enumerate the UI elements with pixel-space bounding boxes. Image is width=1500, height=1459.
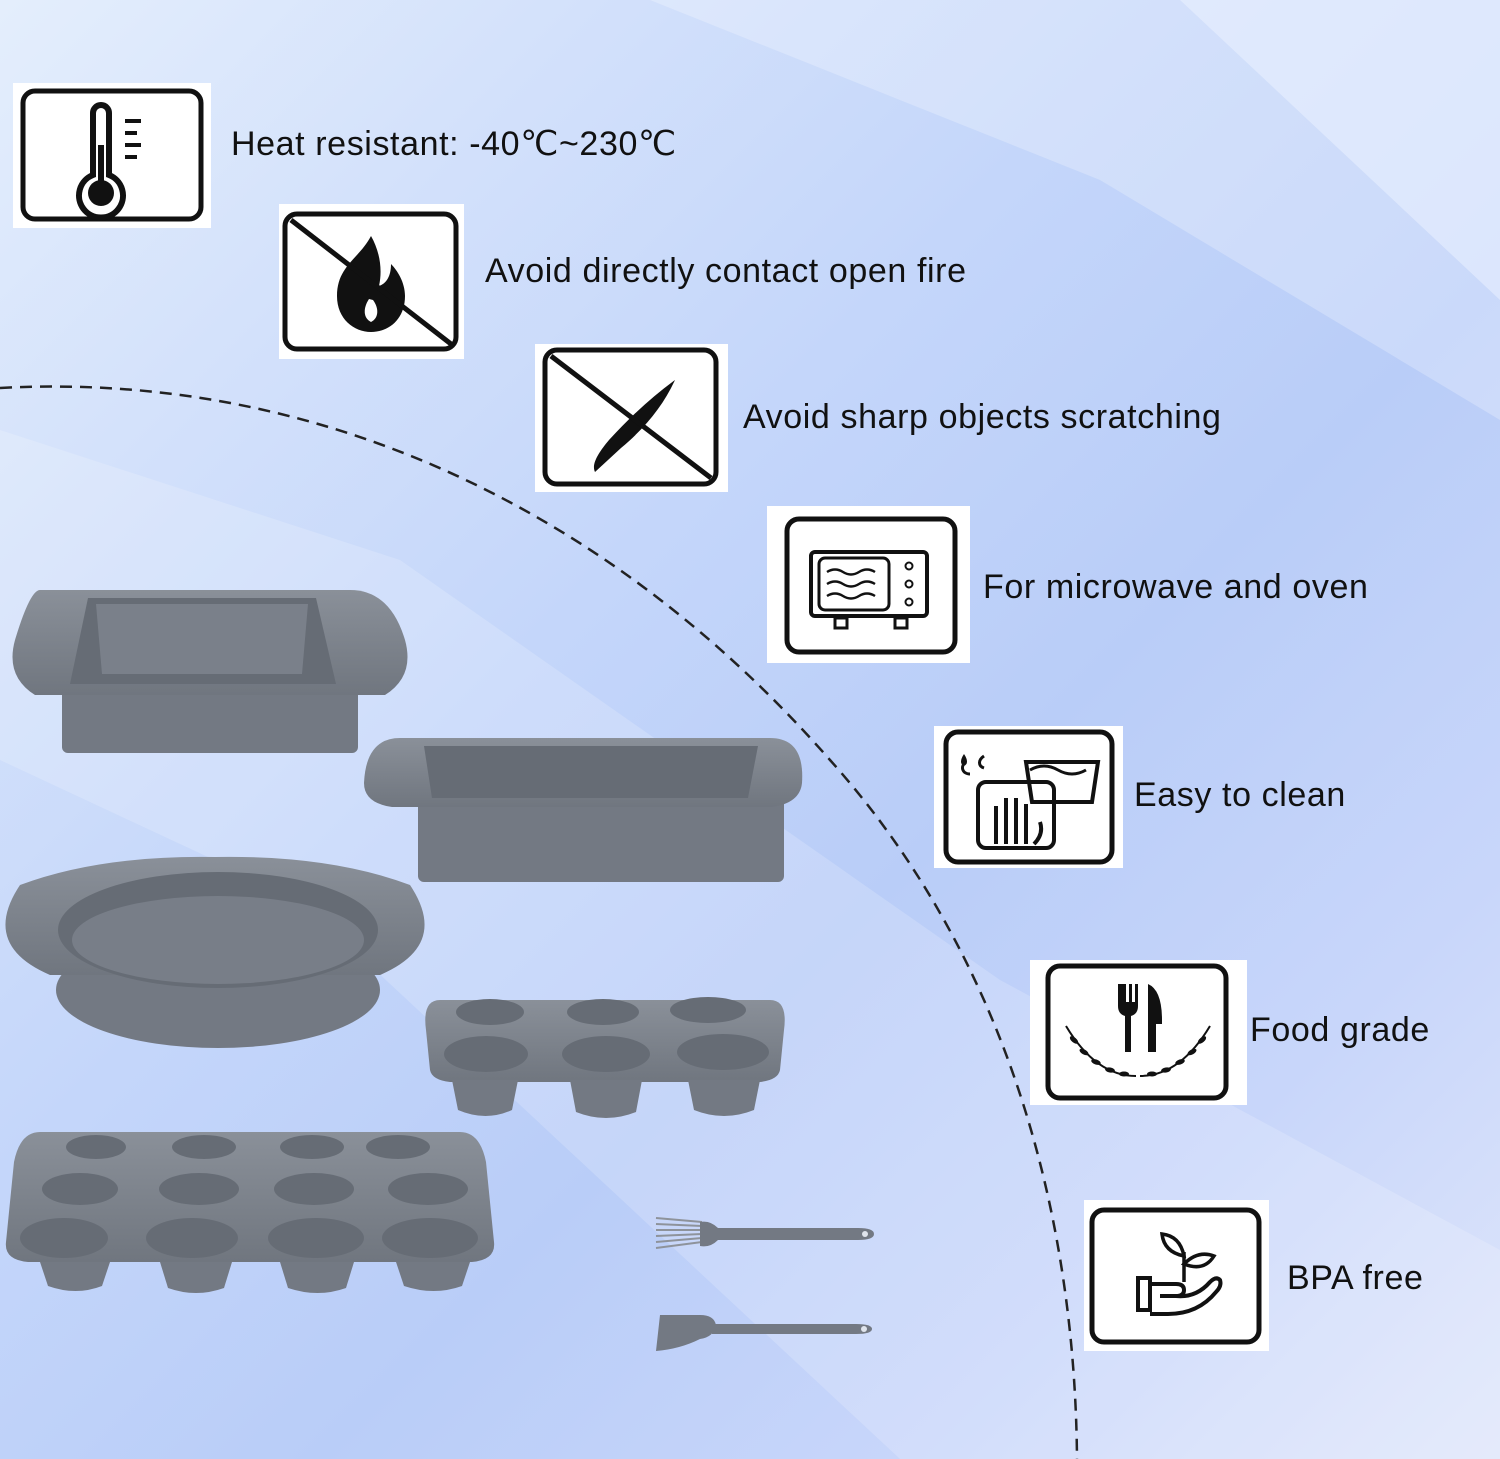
- no-knife-icon: [535, 344, 728, 492]
- pastry-brush: [655, 1217, 874, 1249]
- sharp-objects-label: Avoid sharp objects scratching: [743, 398, 1222, 436]
- open-fire-label: Avoid directly contact open fire: [485, 252, 967, 290]
- food-grade-label: Food grade: [1250, 1011, 1430, 1049]
- twelve-cup-muffin-pan: [5, 1132, 495, 1293]
- thermometer-icon: [13, 83, 211, 228]
- easy-clean-label: Easy to clean: [1134, 776, 1346, 814]
- dashed-arc: [0, 385, 1079, 1459]
- bpa-free-label: BPA free: [1287, 1259, 1424, 1297]
- round-cake-pan: [5, 856, 425, 1048]
- loaf-pan: [364, 738, 803, 882]
- bakeware-set-image: [5, 590, 874, 1351]
- six-cup-muffin-pan: [425, 997, 785, 1118]
- spatula: [656, 1315, 872, 1351]
- hand-plant-icon: [1084, 1200, 1269, 1351]
- no-fire-icon: [279, 204, 464, 359]
- fork-knife-wreath-icon: [1030, 960, 1247, 1105]
- square-cake-pan: [12, 590, 408, 753]
- heat-resistant-label: Heat resistant: -40℃~230℃: [231, 125, 677, 163]
- hand-wash-icon: [934, 726, 1123, 868]
- microwave-icon: [767, 506, 970, 663]
- microwave-label: For microwave and oven: [983, 568, 1369, 606]
